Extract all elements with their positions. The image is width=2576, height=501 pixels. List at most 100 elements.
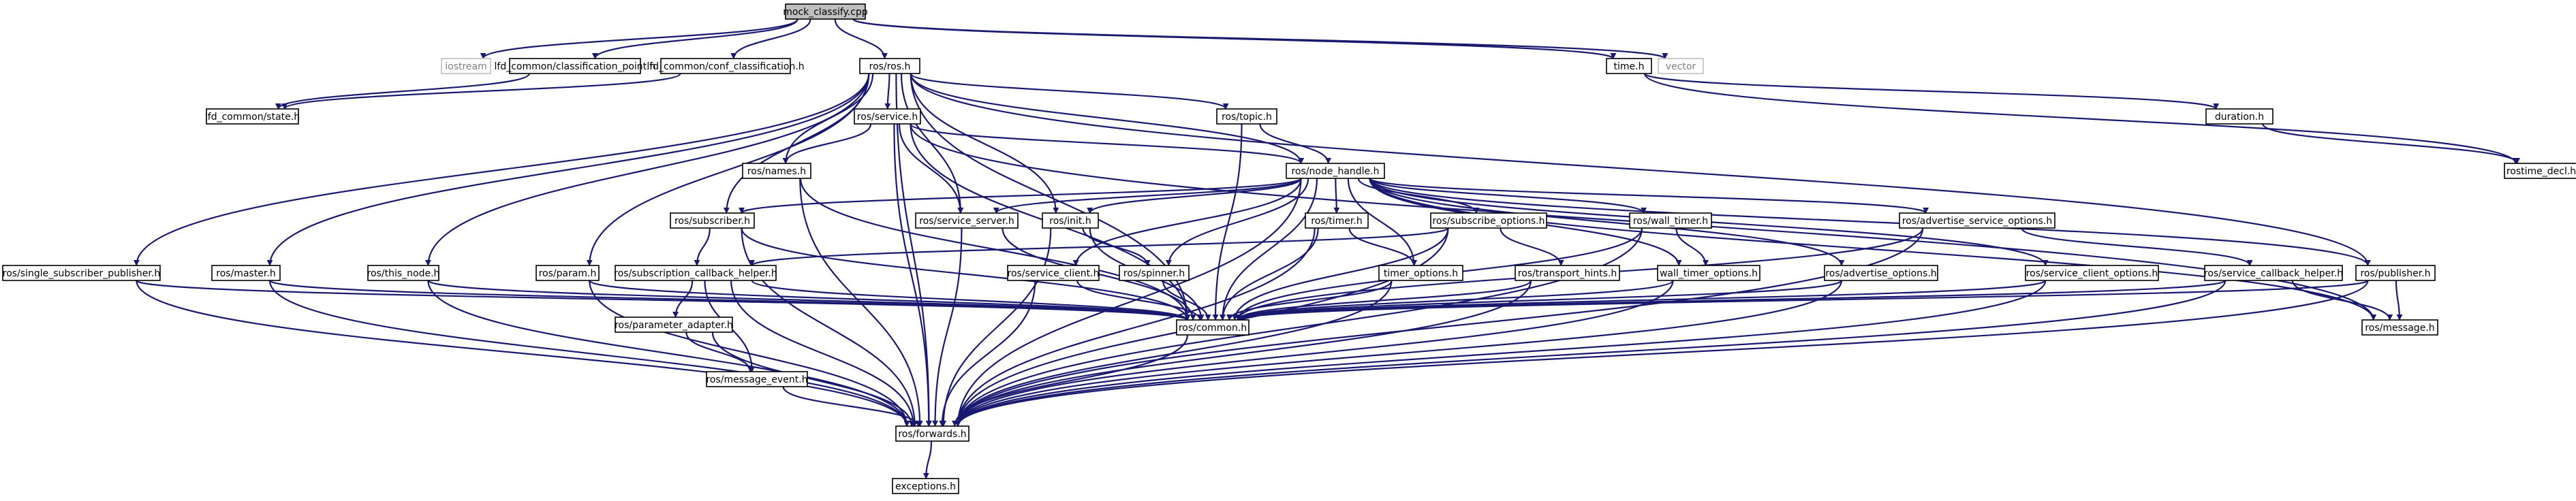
edge-ros-to-publisher: [910, 73, 2371, 266]
node-param[interactable]: ros/param.h: [536, 265, 600, 281]
edge-node_handle-to-timer_options: [1347, 178, 1417, 266]
node-duration[interactable]: duration.h: [2205, 108, 2274, 125]
node-publisher[interactable]: ros/publisher.h: [2355, 265, 2436, 281]
node-box: [1216, 108, 1277, 125]
edge-mock_classify-to-classification_point: [591, 18, 798, 59]
edge-ros-to-param: [586, 73, 870, 266]
node-conf-classification[interactable]: lfd_common/conf_classification.h: [647, 58, 805, 74]
node-timer-options[interactable]: timer_options.h: [1378, 265, 1463, 281]
node-label: ros/wall_timer.h: [1633, 216, 1708, 227]
node-box: [660, 58, 791, 74]
node-common[interactable]: ros/common.h: [1176, 319, 1250, 336]
node-this-node[interactable]: ros/this_node.h: [367, 265, 440, 281]
edge-service-to-service_server: [898, 123, 964, 214]
edge-node_handle-to-advertise_service_options: [1369, 177, 1929, 214]
node-label: ros/this_node.h: [367, 268, 440, 279]
node-names[interactable]: ros/names.h: [742, 163, 811, 179]
node-label: time.h: [1614, 61, 1645, 72]
node-box: [892, 478, 959, 494]
node-parameter-adapter[interactable]: ros/parameter_adapter.h: [615, 317, 733, 333]
node-wall-timer[interactable]: ros/wall_timer.h: [1629, 212, 1712, 229]
node-single-subscriber-publisher[interactable]: ros/single_subscriber_publisher.h: [2, 265, 161, 281]
node-subscribe-options[interactable]: ros/subscribe_options.h: [1430, 212, 1547, 229]
node-label: ros/param.h: [539, 268, 597, 279]
edge-service-to-forwards: [893, 123, 932, 427]
edge-spinner-to-common: [1162, 280, 1211, 321]
node-classification-point[interactable]: lfd_common/classification_point.h: [495, 58, 656, 74]
node-box: [1899, 212, 2055, 229]
node-subscription-callback-helper[interactable]: ros/subscription_callback_helper.h: [614, 265, 777, 281]
edge-subscribe_options-to-subscription_callback_helper: [749, 227, 1449, 267]
edge-subscription_callback_helper-to-common: [751, 279, 1191, 321]
edge-node_handle-to-advertise_options: [1369, 178, 1845, 266]
node-service-server[interactable]: ros/service_server.h: [915, 212, 1019, 229]
node-rostime-decl[interactable]: rostime_decl.h: [2504, 163, 2576, 179]
node-label: ros/service_client_options.h: [2026, 268, 2158, 279]
edge-init-to-forwards: [940, 227, 1052, 427]
node-label: ros/service_client.h: [1008, 268, 1100, 279]
node-advertise-options[interactable]: ros/advertise_options.h: [1824, 265, 1938, 281]
node-master[interactable]: ros/master.h: [211, 265, 281, 281]
edge-subscription_callback_helper-to-forwards: [730, 280, 917, 427]
edge-advertise_service_options-to-forwards: [955, 227, 1924, 427]
edge-master-to-common: [268, 279, 1191, 321]
node-box: [1119, 265, 1190, 281]
node-box: [706, 371, 808, 387]
node-timer[interactable]: ros/timer.h: [1305, 212, 1369, 229]
node-label: ros/transport_hints.h: [1518, 268, 1617, 279]
edge-ros-to-master: [266, 73, 870, 266]
node-time[interactable]: time.h: [1606, 58, 1652, 74]
node-ros[interactable]: ros/ros.h: [859, 58, 920, 74]
node-iostream: iostream: [441, 58, 491, 74]
node-label: duration.h: [2215, 112, 2264, 123]
node-mock-classify[interactable]: mock_classify.cpp: [783, 3, 868, 20]
node-label: ros/service.h: [857, 112, 918, 123]
edge-service_callback_helper-to-forwards: [955, 280, 2226, 427]
edge-node_handle-to-message: [1369, 178, 2377, 321]
node-state[interactable]: lfd_common/state.h: [205, 108, 300, 125]
node-topic[interactable]: ros/topic.h: [1216, 108, 1277, 125]
node-transport-hints[interactable]: ros/transport_hints.h: [1515, 265, 1620, 281]
node-service-client-options[interactable]: ros/service_client_options.h: [2025, 265, 2159, 281]
node-advertise-service-options[interactable]: ros/advertise_service_options.h: [1899, 212, 2055, 229]
node-message-event[interactable]: ros/message_event.h: [706, 371, 808, 387]
edge-node_handle-to-spinner: [1165, 178, 1309, 266]
edge-advertise_service_options-to-service_callback_helper: [2021, 227, 2253, 266]
edge-subscriber-to-common: [741, 227, 1191, 321]
edge-single_subscriber_publisher-to-forwards: [136, 280, 910, 427]
node-service-callback-helper[interactable]: ros/service_callback_helper.h: [2204, 265, 2343, 281]
node-wall-timer-options[interactable]: wall_timer_options.h: [1657, 265, 1760, 281]
node-label: ros/timer.h: [1311, 216, 1362, 227]
node-service[interactable]: ros/service.h: [854, 108, 921, 125]
edge-node_handle-to-forwards: [955, 178, 1302, 427]
node-init[interactable]: ros/init.h: [1042, 212, 1099, 229]
node-label: ros/node_handle.h: [1291, 166, 1379, 177]
edge-subscription_callback_helper-to-parameter_adapter: [672, 280, 694, 318]
node-service-client[interactable]: ros/service_client.h: [1007, 265, 1100, 281]
node-label: lfd_common/state.h: [205, 112, 300, 123]
node-box: [441, 58, 491, 74]
edge-time-to-duration: [1644, 72, 2219, 110]
edge-ros-to-this_node: [424, 73, 870, 266]
node-box: [854, 108, 921, 125]
edge-subscriber-to-subscription_callback_helper: [694, 227, 711, 266]
edge-ros-to-single_subscriber_publisher: [133, 73, 870, 266]
node-label: ros/ros.h: [869, 61, 911, 72]
node-forwards[interactable]: ros/forwards.h: [895, 425, 969, 442]
node-node-handle[interactable]: ros/node_handle.h: [1286, 163, 1385, 179]
edge-message_event-to-forwards: [782, 386, 922, 427]
edge-ros-to-service: [884, 73, 891, 110]
edge-timer_options-to-common: [1226, 280, 1393, 321]
node-box: [1629, 212, 1712, 229]
node-box: [1606, 58, 1652, 74]
edge-common-to-forwards: [951, 334, 1188, 427]
node-box: [670, 212, 755, 229]
node-message[interactable]: ros/message.h: [2361, 319, 2438, 336]
node-box: [211, 265, 281, 281]
node-spinner[interactable]: ros/spinner.h: [1119, 265, 1190, 281]
edge-this_node-to-common: [427, 279, 1191, 321]
node-exceptions[interactable]: exceptions.h: [892, 478, 959, 494]
node-subscriber[interactable]: ros/subscriber.h: [670, 212, 755, 229]
